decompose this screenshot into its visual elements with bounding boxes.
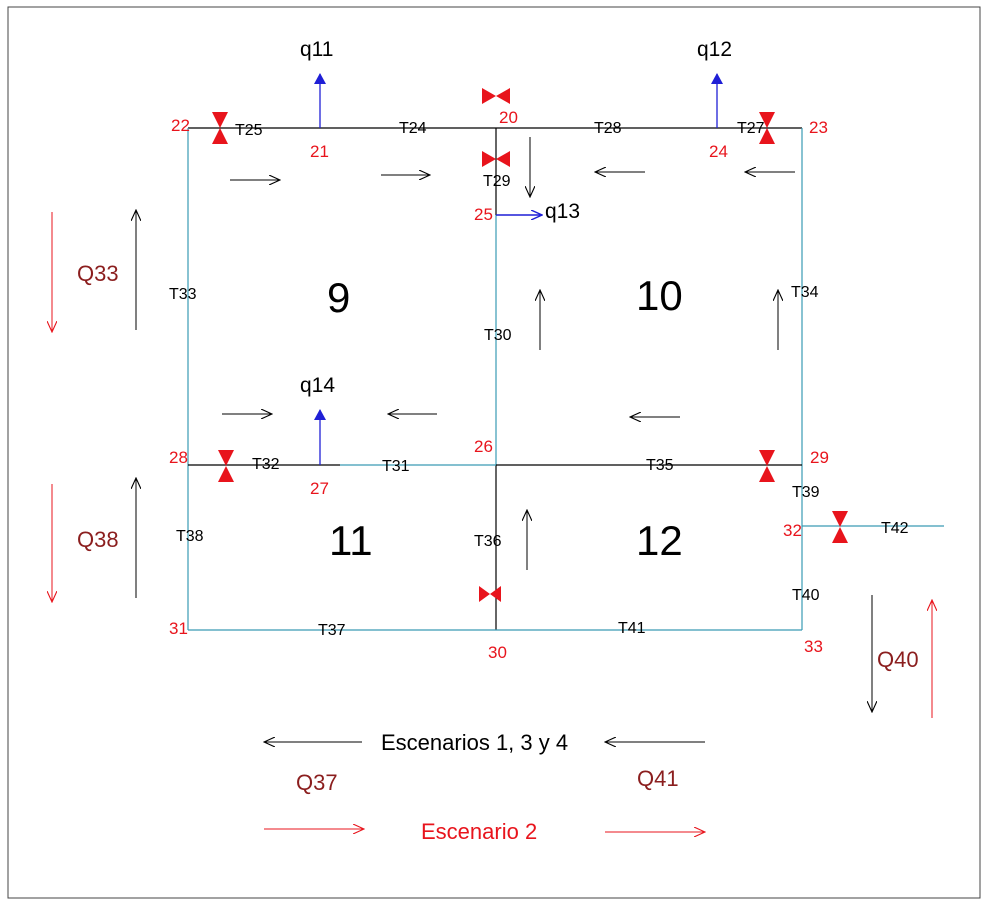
demand-arrows — [314, 73, 723, 465]
pipe-label-t38: T38 — [176, 528, 204, 545]
pipe-label-t40: T40 — [792, 587, 820, 604]
pipe-label-t31: T31 — [382, 458, 410, 475]
loop-label-11: 11 — [329, 517, 373, 564]
pipe-label-t28: T28 — [594, 120, 622, 137]
pipes — [187, 127, 944, 631]
loop-label-10: 10 — [636, 272, 683, 319]
pipe-label-t29: T29 — [483, 173, 511, 190]
valves — [212, 88, 848, 602]
node-label-24: 24 — [709, 142, 728, 161]
demand-label-q12: q12 — [697, 38, 732, 61]
node-label-23: 23 — [809, 118, 828, 137]
valve-icon — [759, 450, 775, 482]
node-label-30: 30 — [488, 643, 507, 662]
pipe-label-t33: T33 — [169, 286, 197, 303]
valve-icon — [832, 511, 848, 543]
loop-labels: 9 10 11 12 — [327, 272, 683, 564]
valve-icon — [759, 112, 775, 144]
node-label-26: 26 — [474, 437, 493, 456]
flow-labels: Q33 Q38 Q40 Q37 Q41 — [77, 261, 919, 795]
pipe-label-t27: T27 — [737, 120, 765, 137]
node-label-27: 27 — [310, 479, 329, 498]
node-label-28: 28 — [169, 448, 188, 467]
node-label-31: 31 — [169, 619, 188, 638]
valve-icon — [482, 88, 510, 104]
pipe-label-t30: T30 — [484, 327, 512, 344]
flow-label-Q41: Q41 — [637, 766, 679, 791]
pipe-label-t42: T42 — [881, 520, 909, 537]
flow-label-Q33: Q33 — [77, 261, 119, 286]
legend-scenarios-134: Escenarios 1, 3 y 4 — [381, 730, 568, 755]
demand-label-q11: q11 — [300, 38, 333, 61]
pipe-label-t41: T41 — [618, 620, 646, 637]
valve-icon — [212, 112, 228, 144]
pipe-label-t25: T25 — [235, 122, 263, 139]
flow-label-Q38: Q38 — [77, 527, 119, 552]
node-label-29: 29 — [810, 448, 829, 467]
pipe-label-t36: T36 — [474, 533, 502, 550]
node-labels: 20 21 22 23 24 25 26 27 28 29 30 31 32 3… — [169, 108, 829, 662]
node-label-33: 33 — [804, 637, 823, 656]
outer-frame — [7, 6, 981, 899]
node-label-22: 22 — [171, 116, 190, 135]
pipe-label-t32: T32 — [252, 456, 280, 473]
pipe-label-t35: T35 — [646, 457, 674, 474]
node-label-25: 25 — [474, 205, 493, 224]
valve-icon — [218, 450, 234, 482]
valve-icon — [479, 586, 501, 602]
flow-label-Q40: Q40 — [877, 647, 919, 672]
loop-label-12: 12 — [636, 517, 683, 564]
pipe-label-t24: T24 — [399, 120, 427, 137]
pipe-label-t34: T34 — [791, 284, 819, 301]
legend: Escenarios 1, 3 y 4 Escenario 2 — [381, 730, 568, 844]
scenario2-arrows — [52, 212, 932, 832]
node-label-32: 32 — [783, 521, 802, 540]
flow-direction-arrows — [136, 137, 872, 742]
pipe-labels: T24 T25 T27 T28 T29 T30 T31 T32 T33 T34 … — [169, 120, 909, 639]
flow-label-Q37: Q37 — [296, 770, 338, 795]
node-label-21: 21 — [310, 142, 329, 161]
demand-labels: q11 q12 q13 q14 — [300, 38, 732, 397]
pipe-label-t39: T39 — [792, 484, 820, 501]
demand-label-q13: q13 — [545, 200, 580, 223]
valve-icon — [482, 151, 510, 167]
demand-label-q14: q14 — [300, 374, 335, 397]
node-label-20: 20 — [499, 108, 518, 127]
pipe-label-t37: T37 — [318, 622, 346, 639]
loop-label-9: 9 — [327, 274, 350, 321]
legend-scenario-2: Escenario 2 — [421, 819, 537, 844]
